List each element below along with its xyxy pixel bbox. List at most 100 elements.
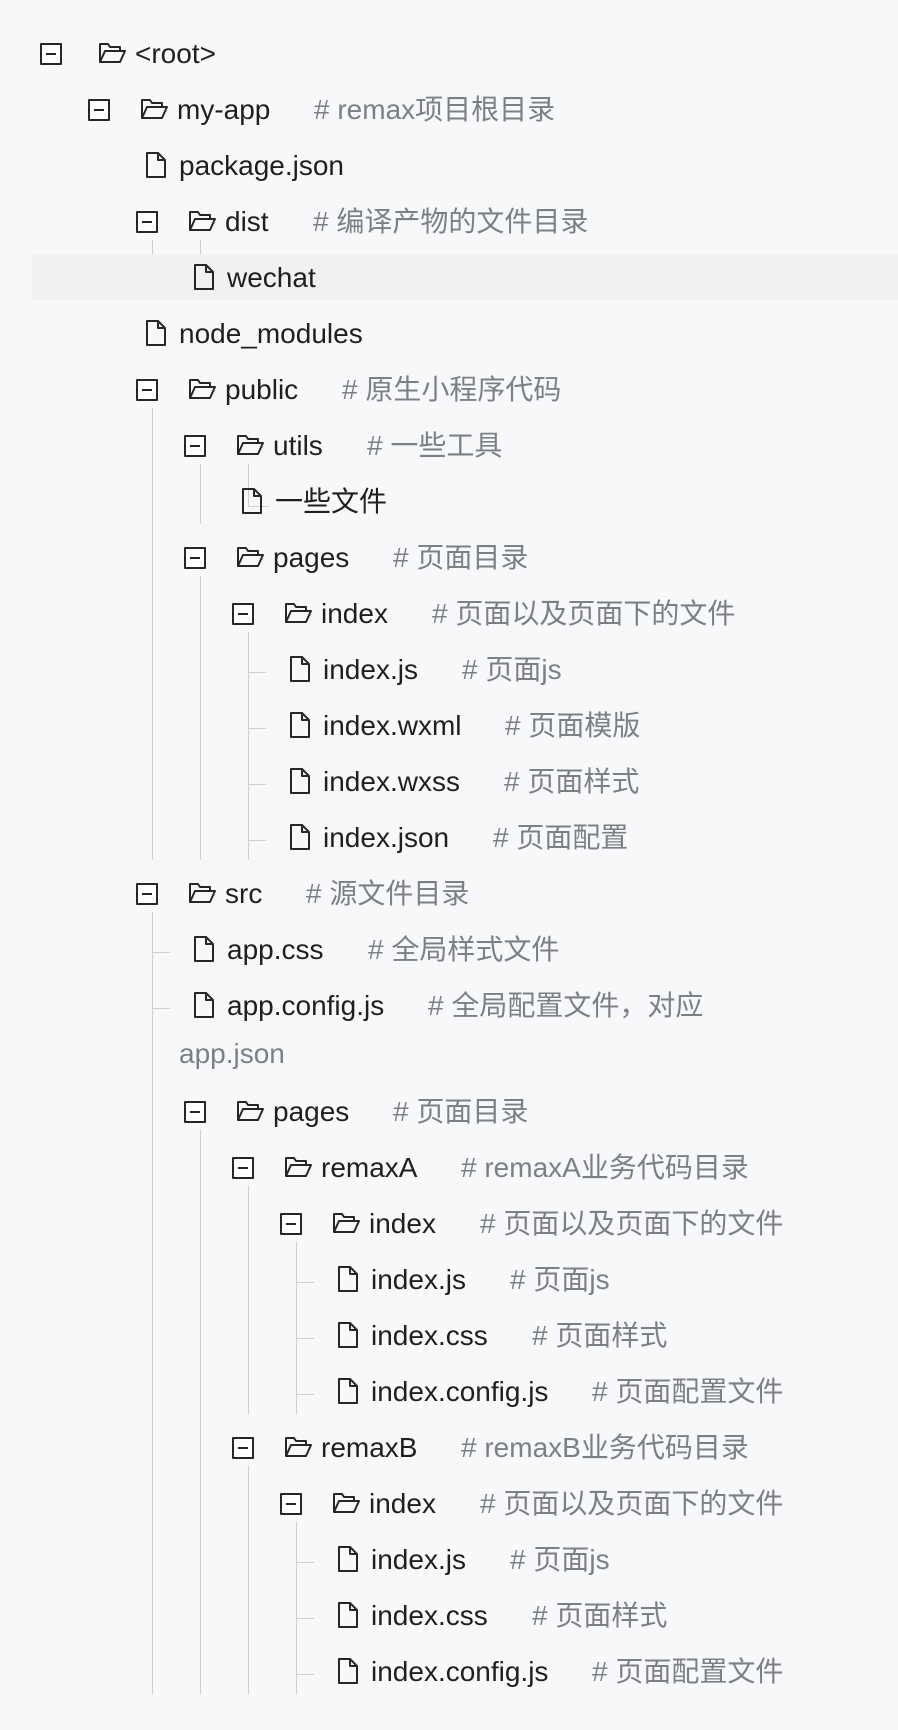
collapse-toggle-icon[interactable]	[280, 1213, 302, 1235]
tree-file-row[interactable]	[0, 476, 898, 532]
tree-item-name[interactable]: pages	[273, 542, 350, 573]
collapse-toggle-icon[interactable]	[40, 43, 62, 65]
tree-file-row[interactable]	[0, 140, 898, 196]
tree-folder-row[interactable]	[0, 1142, 898, 1198]
file-icon	[334, 1546, 362, 1572]
tree-item-name[interactable]: node_modules	[179, 318, 363, 349]
folder-open-icon	[188, 208, 216, 234]
tree-guide-line	[200, 1130, 201, 1694]
tree-item-name[interactable]: app.config.js	[227, 990, 385, 1021]
tree-item-comment: # 源文件目录	[306, 878, 470, 909]
tree-item-comment: # 全局配置文件，对应	[428, 990, 704, 1021]
tree-item-name[interactable]: 一些文件	[275, 486, 388, 517]
tree-item-comment: # 页面目录	[393, 1096, 529, 1127]
collapse-toggle-icon[interactable]	[232, 603, 254, 625]
tree-item-name[interactable]: index.config.js	[371, 1656, 549, 1687]
tree-item-name[interactable]: index.css	[371, 1600, 488, 1631]
tree-item-comment: # 页面js	[462, 654, 562, 685]
folder-open-icon	[284, 1434, 312, 1460]
collapse-toggle-icon[interactable]	[232, 1437, 254, 1459]
tree-guide-line	[248, 464, 269, 507]
folder-open-icon	[284, 1154, 312, 1180]
tree-item-comment: # 页面以及页面下的文件	[480, 1488, 784, 1519]
tree-item-comment: # remaxA业务代码目录	[461, 1152, 749, 1183]
tree-item-comment: # remax项目根目录	[314, 94, 556, 125]
tree-item-name[interactable]: public	[225, 374, 299, 405]
tree-item-name[interactable]: index.js	[371, 1264, 466, 1295]
tree-item-comment: # 全局样式文件	[368, 934, 560, 965]
tree-item-name[interactable]: index.config.js	[371, 1376, 549, 1407]
tree-guide-branch	[296, 1338, 314, 1339]
tree-item-comment: # 编译产物的文件目录	[313, 206, 589, 237]
folder-open-icon	[188, 880, 216, 906]
file-icon	[334, 1602, 362, 1628]
tree-item-name[interactable]: src	[225, 878, 263, 909]
tree-item-name[interactable]: app.css	[227, 934, 324, 965]
folder-open-icon	[140, 96, 168, 122]
file-icon	[190, 992, 218, 1018]
tree-item-name[interactable]: my-app	[177, 94, 271, 125]
tree-guide-branch	[248, 840, 266, 841]
tree-guide-line	[296, 1242, 297, 1414]
tree-file-row[interactable]	[32, 254, 898, 300]
folder-open-icon	[98, 40, 126, 66]
tree-item-name[interactable]: index.css	[371, 1320, 488, 1351]
tree-guide-line	[200, 576, 201, 860]
tree-folder-row[interactable]	[0, 1422, 898, 1478]
tree-item-name[interactable]: index.json	[323, 822, 450, 853]
tree-item-comment: # 页面以及页面下的文件	[480, 1208, 784, 1239]
tree-item-comment: # 页面样式	[504, 766, 640, 797]
tree-item-name[interactable]: dist	[225, 206, 269, 237]
collapse-toggle-icon[interactable]	[88, 99, 110, 121]
tree-item-name[interactable]: remaxA	[321, 1152, 418, 1183]
tree-guide-branch	[248, 728, 266, 729]
tree-guide-branch	[296, 1282, 314, 1283]
folder-open-icon	[332, 1490, 360, 1516]
folder-open-icon	[284, 600, 312, 626]
file-icon	[142, 152, 170, 178]
tree-guide-branch	[296, 1562, 314, 1563]
tree-item-name[interactable]: index.js	[323, 654, 418, 685]
tree-guide-line	[248, 1466, 249, 1694]
collapse-toggle-icon[interactable]	[280, 1493, 302, 1515]
tree-item-comment: # 页面js	[510, 1264, 610, 1295]
tree-item-comment: # 页面样式	[532, 1320, 668, 1351]
collapse-toggle-icon[interactable]	[136, 211, 158, 233]
collapse-toggle-icon[interactable]	[184, 435, 206, 457]
tree-item-name[interactable]: index	[321, 598, 388, 629]
collapse-toggle-icon[interactable]	[184, 547, 206, 569]
tree-item-name[interactable]: pages	[273, 1096, 350, 1127]
tree-item-name[interactable]: <root>	[135, 38, 216, 69]
tree-guide-line	[248, 1186, 249, 1414]
tree-guide-branch	[248, 784, 266, 785]
collapse-toggle-icon[interactable]	[232, 1157, 254, 1179]
tree-guide-line	[200, 464, 201, 524]
tree-item-comment: # 一些工具	[367, 430, 503, 461]
tree-item-name[interactable]: wechat	[227, 262, 316, 293]
tree-guide-branch	[152, 952, 170, 953]
tree-item-comment: # 页面模版	[505, 710, 641, 741]
tree-item-name[interactable]: index	[369, 1488, 436, 1519]
file-icon	[286, 824, 314, 850]
tree-item-name[interactable]: remaxB	[321, 1432, 418, 1463]
file-icon	[190, 264, 218, 290]
tree-item-name[interactable]: index.wxml	[323, 710, 462, 741]
tree-file-row[interactable]	[0, 644, 898, 700]
collapse-toggle-icon[interactable]	[136, 883, 158, 905]
tree-item-name[interactable]: utils	[273, 430, 323, 461]
folder-open-icon	[332, 1210, 360, 1236]
file-icon	[334, 1322, 362, 1348]
tree-item-name[interactable]: package.json	[179, 150, 345, 181]
tree-guide-line	[152, 912, 153, 1694]
collapse-toggle-icon[interactable]	[136, 379, 158, 401]
tree-item-name[interactable]: index	[369, 1208, 436, 1239]
tree-item-name[interactable]: index.wxss	[323, 766, 460, 797]
file-icon	[334, 1378, 362, 1404]
collapse-toggle-icon[interactable]	[184, 1101, 206, 1123]
tree-guide-branch	[296, 1618, 314, 1619]
tree-file-row[interactable]	[0, 308, 898, 364]
tree-guide-line	[296, 1522, 297, 1694]
tree-item-name[interactable]: index.js	[371, 1544, 466, 1575]
folder-open-icon	[236, 544, 264, 570]
